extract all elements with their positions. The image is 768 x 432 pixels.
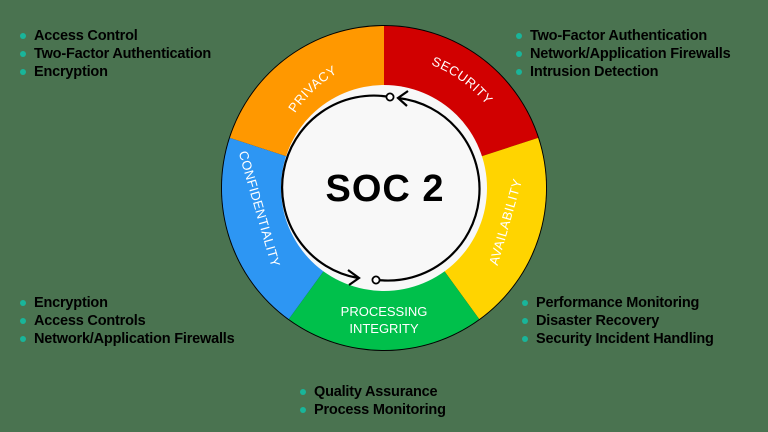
list-item: Encryption xyxy=(18,63,211,81)
list-item: Two-Factor Authentication xyxy=(18,45,211,63)
bullet-icon xyxy=(20,336,26,342)
bullet-icon xyxy=(300,407,306,413)
bullet-icon xyxy=(516,51,522,57)
privacy-controls-list: Access Control Two-Factor Authentication… xyxy=(18,27,211,81)
bullet-icon xyxy=(20,318,26,324)
confidentiality-controls-list: Encryption Access Controls Network/Appli… xyxy=(18,294,235,348)
bullet-icon xyxy=(20,51,26,57)
list-item: Network/Application Firewalls xyxy=(18,330,235,348)
node-bottom-icon xyxy=(371,275,381,285)
arc-right xyxy=(377,96,481,282)
segment-label-processing-line1: PROCESSING xyxy=(341,304,428,319)
list-item: Process Monitoring xyxy=(298,401,446,419)
list-item: Security Incident Handling xyxy=(520,330,714,348)
cycle-arrows xyxy=(281,90,481,286)
list-item: Intrusion Detection xyxy=(514,63,730,81)
bullet-icon xyxy=(20,69,26,75)
list-item: Access Control xyxy=(18,27,211,45)
bullet-icon xyxy=(300,389,306,395)
bullet-icon xyxy=(522,336,528,342)
center-disc xyxy=(281,85,487,291)
node-top-icon xyxy=(385,92,395,102)
bullet-icon xyxy=(516,69,522,75)
list-item: Network/Application Firewalls xyxy=(514,45,731,63)
list-item: Disaster Recovery xyxy=(520,312,714,330)
processing-integrity-controls-list: Quality Assurance Process Monitoring xyxy=(298,383,446,419)
bullet-icon xyxy=(516,33,522,39)
arrowhead-bottom-icon xyxy=(347,269,361,286)
list-item: Two-Factor Authentication xyxy=(514,27,730,45)
bullet-icon xyxy=(522,300,528,306)
segment-label-processing-line2: INTEGRITY xyxy=(349,321,419,336)
bullet-icon xyxy=(522,318,528,324)
availability-controls-list: Performance Monitoring Disaster Recovery… xyxy=(520,294,714,348)
arc-left xyxy=(281,94,391,280)
center-title: SOC 2 xyxy=(325,168,444,210)
list-item: Performance Monitoring xyxy=(520,294,714,312)
security-controls-list: Two-Factor Authentication Network/Applic… xyxy=(514,27,731,81)
arrowhead-top-icon xyxy=(396,90,409,107)
list-item: Encryption xyxy=(18,294,234,312)
list-item: Access Controls xyxy=(18,312,234,330)
list-item: Quality Assurance xyxy=(298,383,446,401)
bullet-icon xyxy=(20,300,26,306)
bullet-icon xyxy=(20,33,26,39)
